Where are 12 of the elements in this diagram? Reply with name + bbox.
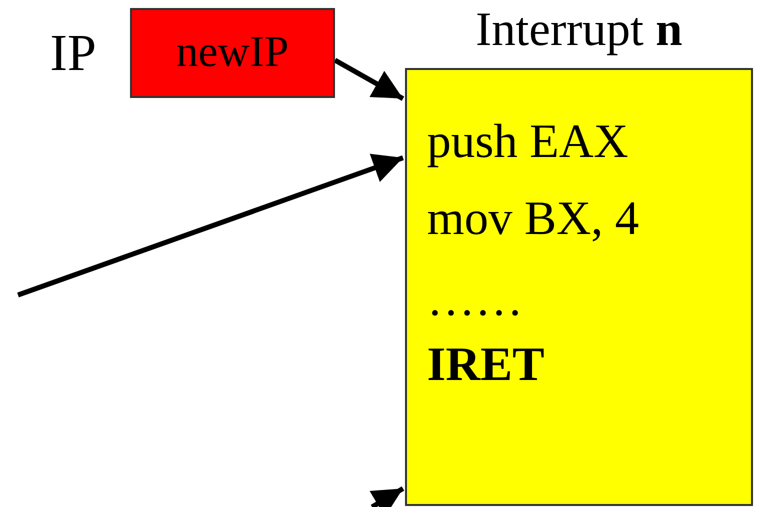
code-line: IRET bbox=[427, 341, 544, 389]
arrow bbox=[370, 486, 404, 507]
arrow bbox=[334, 58, 404, 101]
register-box bbox=[130, 8, 335, 98]
arrow bbox=[17, 154, 404, 298]
code-line: …… bbox=[427, 276, 523, 324]
code-line: push EAX bbox=[427, 118, 628, 166]
register-name: IP bbox=[50, 28, 96, 80]
code-box bbox=[405, 68, 753, 506]
box-heading: Interrupt n bbox=[474, 6, 684, 54]
register-value: newIP bbox=[175, 30, 290, 74]
code-line: mov BX, 4 bbox=[427, 195, 640, 243]
